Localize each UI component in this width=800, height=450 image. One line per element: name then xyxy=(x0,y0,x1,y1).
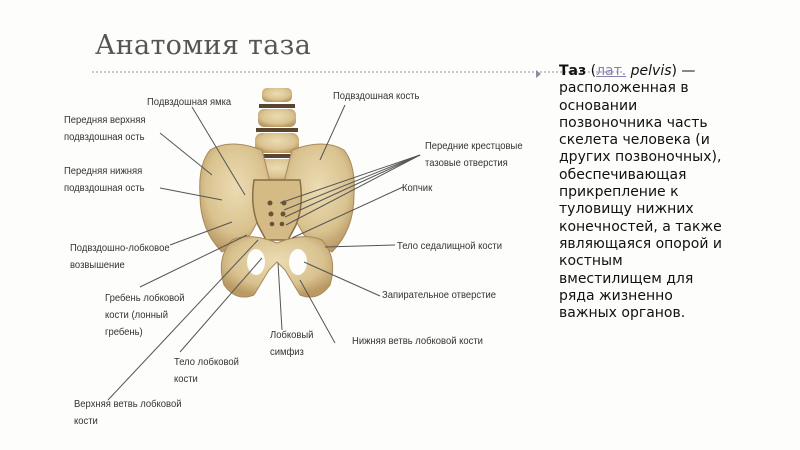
label-ischium-body: Тело седалищной кости xyxy=(397,240,503,252)
label-iliac-bone: Подвздошная кость xyxy=(333,90,420,102)
label-iliac-fossa: Подвздошная ямка xyxy=(147,96,232,108)
label-pecten-pubis: Гребень лобковой кости (лонный гребень) xyxy=(105,292,185,338)
latin-term: pelvis xyxy=(626,63,672,79)
pelvis-illustration xyxy=(107,88,421,401)
triangle-bullet-icon xyxy=(536,70,541,78)
latin-abbrev-link[interactable]: лат. xyxy=(596,63,627,79)
term: Таз xyxy=(559,63,587,79)
label-pubic-body: Тело лобковой кости xyxy=(174,356,239,385)
label-obturator-foramen: Запирательное отверстие xyxy=(382,289,497,301)
label-aiis: Передняя нижняя подвздошная ость xyxy=(64,165,145,194)
pelvis-diagram: Подвздошная ямка Подвздошная кость Перед… xyxy=(64,88,523,427)
label-asis: Передняя верхняя подвздошная ость xyxy=(64,114,146,143)
label-inferior-pubic-ramus: Нижняя ветвь лобковой кости xyxy=(352,335,483,347)
label-iliopubic-eminence: Подвздошно-лобковое возвышение xyxy=(70,242,170,271)
slide-title: Анатомия таза xyxy=(95,30,312,61)
label-sacral-foramina: Передние крестцовые тазовые отверстия xyxy=(425,140,523,169)
definition-body: расположенная в основании позвоночника ч… xyxy=(559,80,722,322)
label-pubic-symphysis: Лобковый симфиз xyxy=(270,329,314,358)
label-superior-pubic-ramus: Верхняя ветвь лобковой кости xyxy=(74,398,182,427)
label-coccyx: Копчик xyxy=(402,182,433,194)
definition-text: Таз (лат. pelvis) — расположенная в осно… xyxy=(559,63,722,322)
title-divider xyxy=(92,71,622,73)
